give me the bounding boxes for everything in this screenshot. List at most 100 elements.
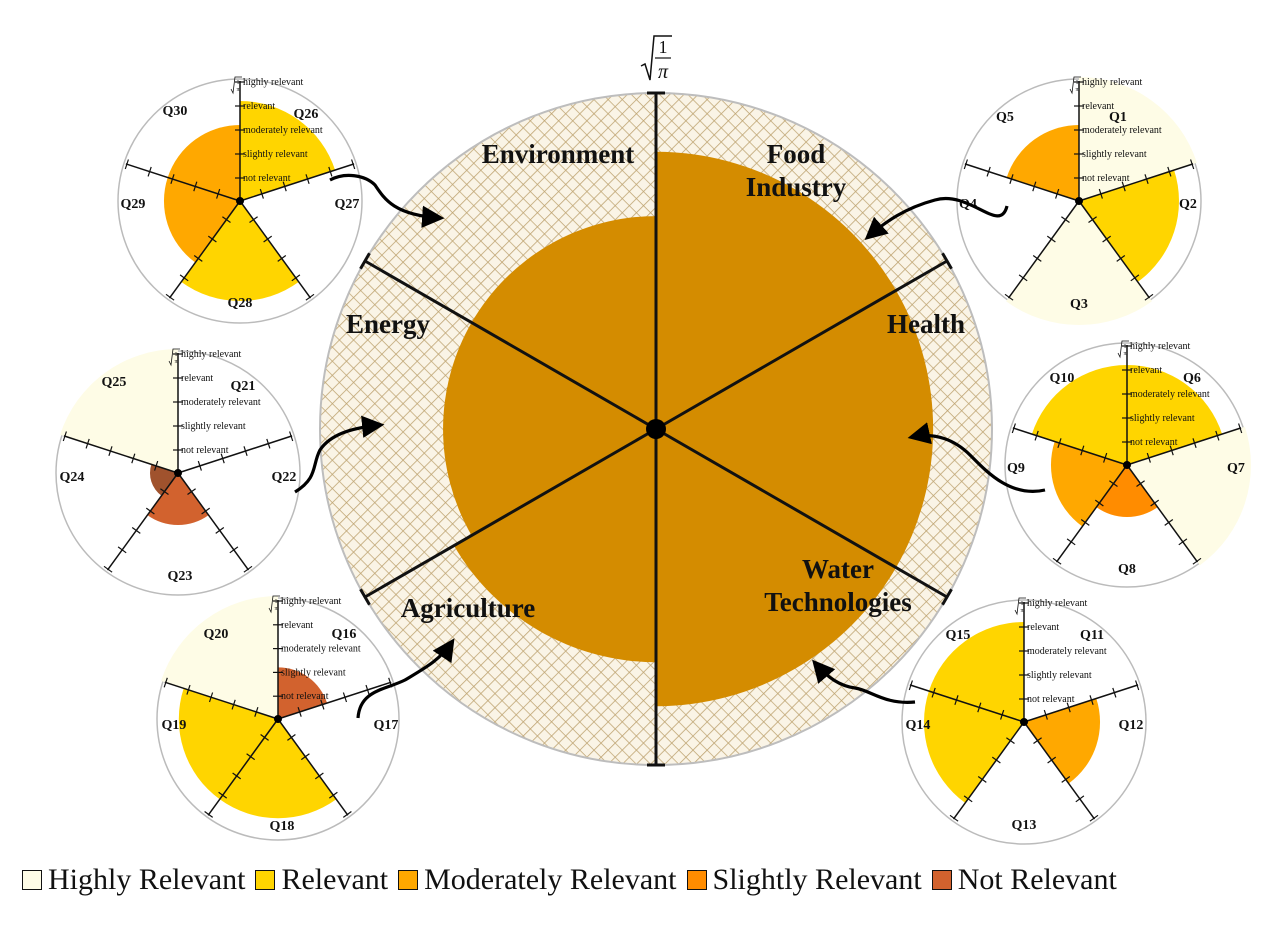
mini-axis-tick — [1043, 709, 1048, 720]
legend-swatch — [398, 870, 419, 890]
mini-sqrt-den: π — [1075, 87, 1078, 93]
mini-axis-tick — [254, 707, 259, 717]
mini-sqrt-mark — [168, 348, 180, 367]
scale-label: slightly relevant — [243, 149, 308, 160]
mini-sqrt-mark — [1069, 76, 1081, 95]
mini-axis-tick — [1192, 557, 1202, 565]
mini-axis-tick — [314, 772, 324, 780]
question-wedge-q7 — [1127, 426, 1251, 566]
mini-axis-tick — [1055, 188, 1060, 199]
question-wedge-q12 — [1024, 698, 1101, 784]
mini-axis-tick — [1006, 737, 1015, 744]
mini-axis-tick — [108, 446, 113, 456]
mini-axis — [177, 472, 250, 571]
legend-item: Highly Relevant — [22, 863, 245, 897]
mini-axis-tick — [131, 453, 136, 464]
mini-axis-tick — [246, 753, 256, 761]
question-wedge-q18 — [219, 719, 337, 819]
scale-label: moderately relevant — [281, 644, 361, 655]
question-label-q22: Q22 — [272, 470, 297, 485]
question-label-q24: Q24 — [60, 470, 85, 485]
question-label-q11: Q11 — [1080, 628, 1104, 643]
question-label-q1: Q1 — [1109, 110, 1127, 125]
question-wedge-q1 — [1079, 77, 1197, 201]
mini-axis-tick — [193, 181, 198, 192]
mini-axis-tick — [1098, 188, 1103, 199]
question-label-q21: Q21 — [231, 379, 256, 394]
mini-axis-tick — [1135, 680, 1140, 691]
mini-axis — [164, 681, 279, 720]
mini-axis-tick — [289, 431, 294, 442]
mini-axis-tick — [305, 174, 310, 184]
scale-label: relevant — [243, 101, 275, 112]
scale-label: relevant — [1027, 622, 1059, 633]
main-sector-health — [656, 290, 934, 568]
question-label-q3: Q3 — [1070, 297, 1088, 312]
mini-sqrt-num: 1 — [275, 599, 278, 605]
question-wedge-q8 — [1096, 465, 1158, 518]
mini-axis — [239, 163, 355, 202]
mini-axis — [1078, 200, 1151, 299]
sector-label-energy: Energy — [346, 309, 430, 339]
mini-axis-tick — [220, 453, 225, 464]
mini-axis-tick — [977, 776, 987, 783]
main-sector-environment — [471, 216, 656, 429]
scale-label: relevant — [181, 373, 213, 384]
legend-item: Not Relevant — [931, 863, 1117, 897]
mini-axis-tick — [1144, 293, 1154, 301]
sector-label-health: Health — [887, 309, 965, 339]
mini-sqrt-den: π — [1020, 608, 1023, 614]
mini-axis-tick — [1057, 438, 1062, 448]
question-label-q8: Q8 — [1118, 562, 1136, 577]
mini-axis-tick — [1178, 538, 1188, 546]
question-wedge-q14 — [924, 691, 1024, 803]
mini-axis-tick — [1009, 174, 1014, 184]
mini-axis-tick — [170, 174, 175, 184]
scale-label: slightly relevant — [181, 421, 246, 432]
question-label-q26: Q26 — [294, 107, 319, 122]
mini-axis-tick — [365, 684, 370, 695]
mini-axis-tick — [1215, 430, 1220, 441]
mini-axis-tick — [1146, 452, 1151, 463]
mini-axis-tick — [1018, 274, 1028, 282]
mini-axis-tick — [963, 159, 968, 170]
question-wedge-q28 — [181, 201, 299, 302]
mini-axis-tick — [131, 527, 141, 534]
mini-axis-tick — [1080, 519, 1090, 526]
mini-center-dot — [174, 469, 182, 477]
mini-axis — [106, 472, 179, 571]
mini-axis-tick — [222, 216, 231, 223]
question-wedge-q3 — [1006, 201, 1152, 325]
mini-center-dot — [236, 197, 244, 205]
mini-axis — [964, 163, 1080, 202]
mini-center-dot — [274, 715, 282, 723]
mini-axis — [1126, 427, 1242, 466]
sector-label-environment: Environment — [482, 139, 635, 169]
mini-axis-tick — [1034, 430, 1039, 441]
mini-axis-tick — [229, 546, 239, 554]
question-label-q10: Q10 — [1050, 371, 1075, 386]
sqrt-sign — [640, 35, 672, 81]
mini-axis-tick — [931, 687, 936, 698]
question-label-q25: Q25 — [102, 375, 127, 390]
main-sector-energy — [443, 322, 656, 536]
main-axis-spoke — [364, 427, 657, 599]
mini-axis-tick — [243, 446, 248, 456]
mini-axis-tick — [963, 795, 973, 803]
mini-axis-tick — [187, 488, 196, 495]
question-wedge-q10 — [1031, 365, 1127, 465]
question-label-q27: Q27 — [335, 197, 360, 212]
mini-sqrt-mark — [1014, 597, 1026, 616]
scale-label: relevant — [1130, 365, 1162, 376]
mini-axis-tick — [287, 734, 296, 741]
connector-arrow-3 — [812, 659, 916, 704]
mini-axis-tick — [986, 166, 991, 177]
question-wedge-q29 — [163, 177, 240, 263]
mini-axis — [239, 200, 312, 299]
main-center-dot — [646, 419, 666, 439]
main-sector-water-technologies — [656, 429, 896, 707]
mini-axis-tick — [193, 255, 203, 262]
question-label-q15: Q15 — [946, 628, 971, 643]
